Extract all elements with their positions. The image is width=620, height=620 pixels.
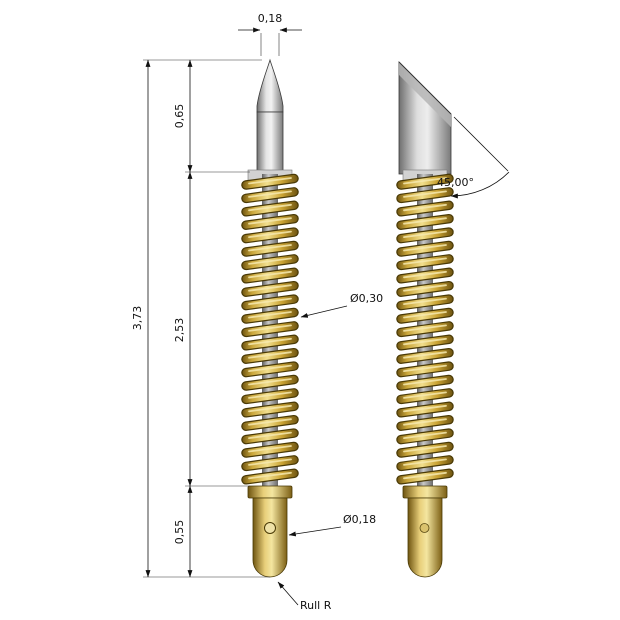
plunger-hole	[264, 522, 276, 534]
dim-tail-length-label: 0,55	[173, 520, 186, 545]
probe-collar	[247, 485, 293, 499]
dim-plunger-diameter-label: Ø0,18	[343, 513, 376, 526]
probe-side-view	[398, 61, 452, 578]
probe-cut-face	[399, 62, 451, 127]
probe-tip-cylinder	[256, 111, 284, 175]
leader-spring-diameter	[300, 305, 348, 318]
probe-collar-side	[402, 485, 448, 499]
dim-tip-width-label: 0,18	[258, 12, 283, 25]
angle-arc	[450, 171, 510, 199]
dim-total-length-label: 3,73	[131, 306, 144, 331]
radius-note-label: Rull R	[300, 599, 332, 612]
probe-cut-edge	[398, 61, 452, 115]
leader-radius-note	[277, 581, 299, 606]
probe-spring	[246, 178, 294, 480]
probe-front-view	[246, 58, 294, 578]
dim-spring-diameter-label: Ø0,30	[350, 292, 383, 305]
probe-plunger	[252, 497, 288, 578]
probe-tip-cone	[256, 58, 284, 113]
leader-plunger-diameter	[288, 526, 342, 537]
plunger-hole-side	[419, 523, 430, 533]
probe-plunger-side	[407, 497, 443, 578]
dim-cut-angle-label: 45,00°	[437, 176, 474, 189]
dim-spring-length-label: 2,53	[173, 318, 186, 343]
dimension-annotations: 3,73 0,65 2,53 0,55 0,18 Ø0,30 Ø0,18 45,…	[131, 12, 510, 612]
probe-spring-side	[401, 178, 449, 480]
angle-extension-line	[453, 116, 509, 172]
dim-tip-length-label: 0,65	[173, 104, 186, 129]
